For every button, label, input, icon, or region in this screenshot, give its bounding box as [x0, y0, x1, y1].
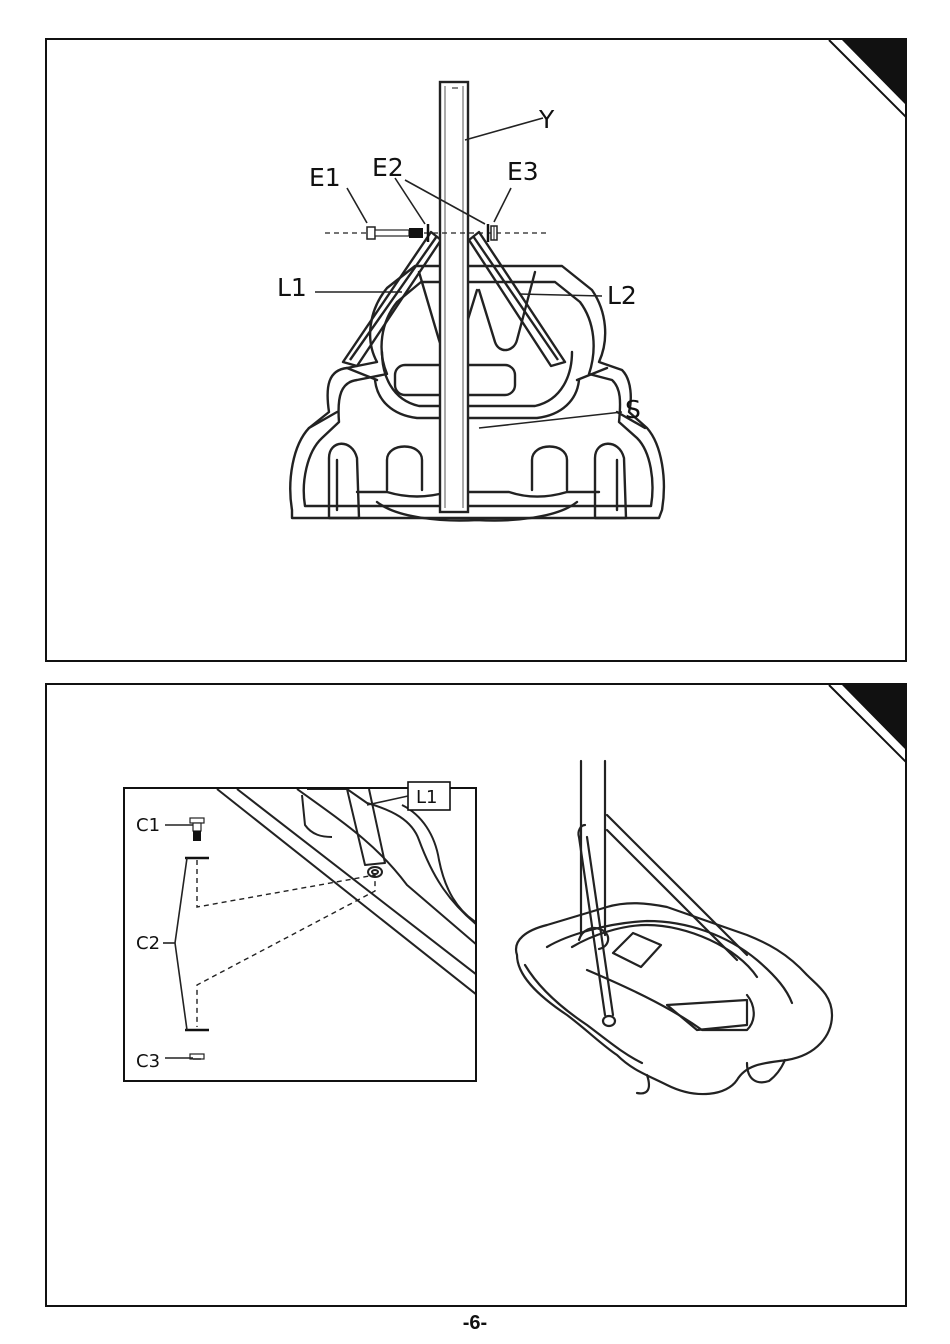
detail-inset: L1 C1 C2 C3: [124, 782, 477, 1081]
arm-attachment-drawing: L1 C1 C2 C3: [47, 685, 907, 1307]
page-number: -6-: [0, 1312, 950, 1335]
label-e3: E3: [507, 157, 539, 186]
label-e2: E2: [372, 153, 404, 182]
bolt-e1-icon: [367, 227, 409, 239]
label-c2: C2: [136, 933, 160, 954]
base-perspective-view: [516, 761, 832, 1094]
corner-tab-icon: [829, 40, 907, 120]
corner-tab-icon: [829, 685, 907, 765]
label-y: Y: [538, 105, 555, 134]
nut-e3-icon: [491, 226, 497, 240]
assembly-step-panel-bottom: L1 C1 C2 C3: [45, 683, 907, 1307]
assembly-step-panel-top: Y E1 E2 E3 L1 L2 S: [45, 38, 907, 662]
pole: [440, 82, 468, 512]
label-c1: C1: [136, 815, 160, 836]
label-l1: L1: [277, 273, 307, 302]
label-l1: L1: [416, 787, 437, 808]
label-c3: C3: [136, 1051, 160, 1072]
label-e1: E1: [309, 163, 341, 192]
label-s: S: [625, 395, 641, 424]
label-l2: L2: [607, 281, 637, 310]
base-assembly-front-view-drawing: Y E1 E2 E3 L1 L2 S: [47, 40, 907, 662]
